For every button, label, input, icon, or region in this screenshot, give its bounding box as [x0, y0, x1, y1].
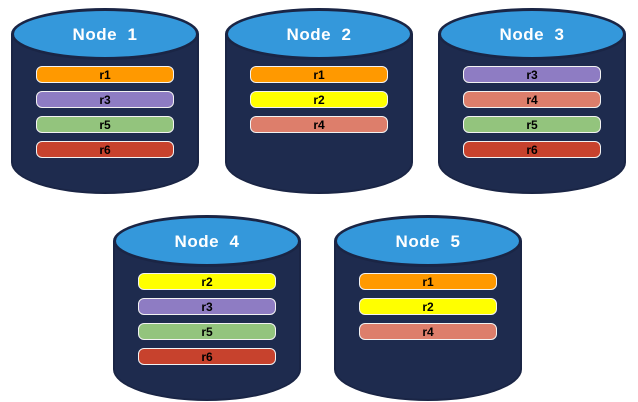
node-title: Node 4 — [174, 232, 240, 251]
replica-list: r1 r2 r4 — [224, 66, 414, 133]
node-title: Node 1 — [72, 25, 138, 44]
node-title: Node 2 — [286, 25, 352, 44]
cylinder-top: Node 1 — [11, 8, 199, 60]
node-cylinder-5: Node 5 r1 r2 r4 — [333, 213, 523, 401]
replica-bar-r2: r2 — [359, 298, 497, 315]
replica-bar-r1: r1 — [250, 66, 388, 83]
cylinder-top: Node 4 — [113, 215, 301, 267]
replica-list: r1 r3 r5 r6 — [10, 66, 200, 158]
replica-bar-r5: r5 — [138, 323, 276, 340]
replica-bar-r3: r3 — [463, 66, 601, 83]
cylinder-body — [113, 241, 301, 401]
cylinder-top: Node 2 — [225, 8, 413, 60]
node-cylinder-1: Node 1 r1 r3 r5 r6 — [10, 6, 200, 194]
replica-bar-r6: r6 — [463, 141, 601, 158]
replica-list: r2 r3 r5 r6 — [112, 273, 302, 365]
cylinder-body — [225, 34, 413, 194]
cylinder-top: Node 5 — [334, 215, 522, 267]
replica-bar-r2: r2 — [138, 273, 276, 290]
node-title: Node 3 — [499, 25, 565, 44]
replica-bar-r1: r1 — [359, 273, 497, 290]
cylinder-body — [11, 34, 199, 194]
replica-bar-r4: r4 — [359, 323, 497, 340]
replica-list: r1 r2 r4 — [333, 273, 523, 340]
node-cylinder-4: Node 4 r2 r3 r5 r6 — [112, 213, 302, 401]
node-title: Node 5 — [395, 232, 461, 251]
replica-bar-r3: r3 — [138, 298, 276, 315]
cylinder-top: Node 3 — [438, 8, 626, 60]
replica-bar-r3: r3 — [36, 91, 174, 108]
replica-list: r3 r4 r5 r6 — [437, 66, 627, 158]
replica-bar-r6: r6 — [138, 348, 276, 365]
replica-bar-r5: r5 — [36, 116, 174, 133]
node-cylinder-2: Node 2 r1 r2 r4 — [224, 6, 414, 194]
replica-bar-r1: r1 — [36, 66, 174, 83]
replica-bar-r5: r5 — [463, 116, 601, 133]
node-cylinder-3: Node 3 r3 r4 r5 r6 — [437, 6, 627, 194]
cylinder-body — [334, 241, 522, 401]
replica-bar-r2: r2 — [250, 91, 388, 108]
cylinder-body — [438, 34, 626, 194]
replica-bar-r4: r4 — [463, 91, 601, 108]
replica-bar-r4: r4 — [250, 116, 388, 133]
replica-bar-r6: r6 — [36, 141, 174, 158]
